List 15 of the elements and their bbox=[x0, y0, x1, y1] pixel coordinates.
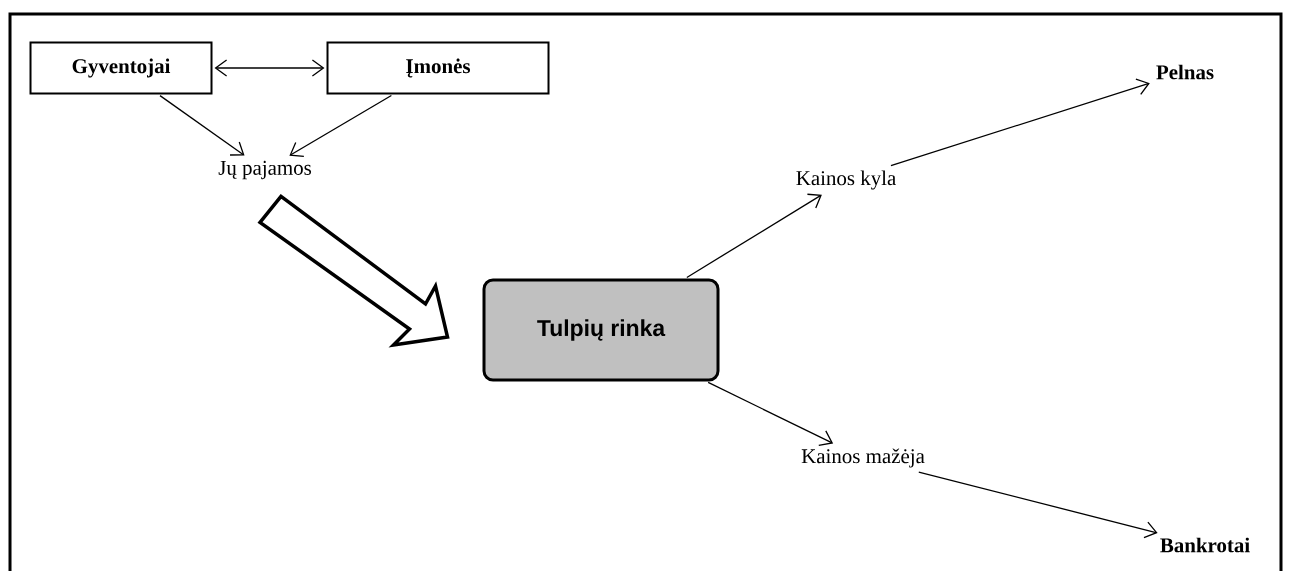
arrow bbox=[890, 78, 1150, 167]
text-label: Kainos kyla bbox=[796, 170, 896, 190]
text-label: Kainos mažėja bbox=[801, 448, 925, 468]
market-box: Tulpių rinka bbox=[482, 278, 720, 382]
text-label: Jų pajamos bbox=[218, 160, 312, 180]
arrow bbox=[707, 381, 834, 446]
arrow bbox=[214, 59, 325, 77]
process-box: Gyventojai bbox=[29, 41, 213, 95]
arrow bbox=[918, 471, 1158, 539]
arrow bbox=[686, 193, 822, 279]
process-box: Įmonės bbox=[326, 41, 550, 95]
outcome-label: Pelnas bbox=[1156, 64, 1214, 80]
arrow bbox=[289, 94, 392, 157]
outcome-label: Bankrotai bbox=[1160, 537, 1250, 553]
arrow bbox=[159, 95, 245, 156]
